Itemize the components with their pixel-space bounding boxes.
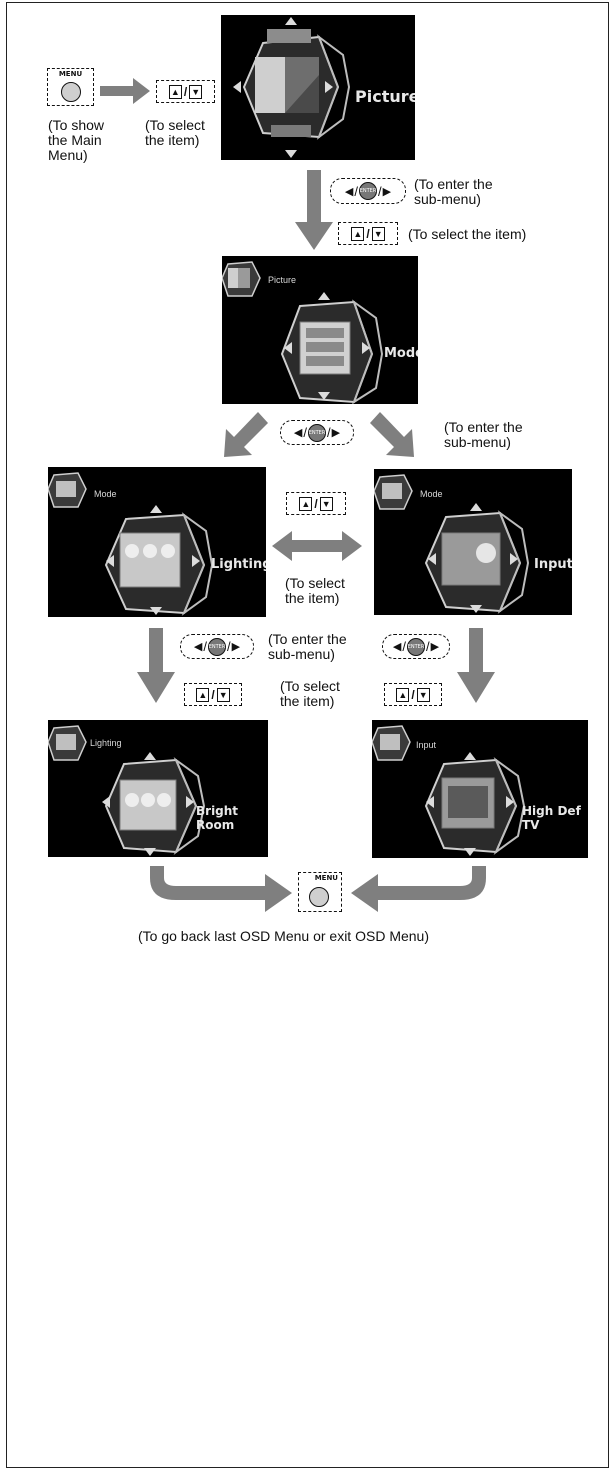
enter-button-icon: ENTER bbox=[359, 182, 377, 200]
down-arrow-icon: ▼ bbox=[189, 85, 202, 99]
up-arrow-icon: ▲ bbox=[196, 688, 209, 702]
enter-button-icon: ENTER bbox=[407, 638, 425, 656]
up-arrow-icon: ▲ bbox=[351, 227, 364, 241]
arrow-right-1 bbox=[100, 78, 150, 104]
menu-key-label: MENU bbox=[299, 874, 341, 882]
up-down-key-4[interactable]: ▲ / ▼ bbox=[184, 683, 242, 706]
menu-key-bottom[interactable]: MENU bbox=[298, 872, 342, 912]
menu-button-icon bbox=[309, 887, 329, 907]
right-arrow-icon: ▶ bbox=[232, 640, 240, 653]
caption-enter-submenu-3: (To enter the sub-menu) bbox=[268, 632, 347, 662]
slash-text: / bbox=[211, 688, 214, 702]
right-arrow-icon: ▶ bbox=[332, 426, 340, 439]
up-arrow-icon: ▲ bbox=[396, 688, 409, 702]
arrow-diag-right bbox=[370, 412, 414, 457]
arrow-down-1 bbox=[295, 170, 333, 250]
arrow-back-right bbox=[351, 866, 486, 912]
hex-menu-graphic bbox=[48, 467, 266, 617]
slash-text: / bbox=[411, 688, 414, 702]
hex-menu-graphic bbox=[48, 720, 268, 857]
up-arrow-icon: ▲ bbox=[299, 497, 312, 511]
hex-menu-graphic bbox=[372, 720, 588, 858]
down-arrow-icon: ▼ bbox=[320, 497, 333, 511]
up-down-key-2[interactable]: ▲ / ▼ bbox=[338, 222, 398, 245]
screen-input: Mode Input bbox=[374, 469, 572, 615]
right-arrow-icon: ▶ bbox=[431, 640, 439, 653]
down-arrow-icon: ▼ bbox=[372, 227, 385, 241]
menu-button-icon bbox=[61, 82, 81, 102]
enter-key-4[interactable]: ◀/ ENTER /▶ bbox=[382, 634, 450, 659]
caption-enter-submenu-2: (To enter the sub-menu) bbox=[444, 420, 523, 450]
caption-select-item-3: (To select the item) bbox=[285, 576, 345, 606]
screen-mode: Picture Mode bbox=[222, 256, 418, 404]
left-arrow-icon: ◀ bbox=[294, 426, 302, 439]
arrow-double bbox=[272, 531, 362, 561]
up-arrow-icon: ▲ bbox=[169, 85, 182, 99]
up-down-key-5[interactable]: ▲ / ▼ bbox=[384, 683, 442, 706]
menu-label-mode: Mode bbox=[384, 346, 418, 361]
enter-key-3[interactable]: ◀/ ENTER /▶ bbox=[180, 634, 254, 659]
caption-select-item-1: (To select the item) bbox=[145, 118, 205, 148]
up-down-key-3[interactable]: ▲ / ▼ bbox=[286, 492, 346, 515]
screen-bright-room: Lighting Bright Room bbox=[48, 720, 268, 857]
enter-key-2[interactable]: ◀/ ENTER /▶ bbox=[280, 420, 354, 445]
hex-menu-graphic bbox=[222, 256, 418, 404]
menu-key-label: MENU bbox=[48, 70, 93, 78]
screen-picture: Picture bbox=[221, 15, 415, 160]
slash-text: / bbox=[314, 497, 317, 511]
caption-enter-submenu-1: (To enter the sub-menu) bbox=[414, 177, 493, 207]
hex-menu-graphic bbox=[374, 469, 572, 615]
screen-high-def-tv: Input High Def TV bbox=[372, 720, 588, 858]
menu-label-lighting: Lighting bbox=[211, 557, 266, 572]
left-arrow-icon: ◀ bbox=[345, 185, 353, 198]
arrow-back-left bbox=[150, 866, 292, 912]
arrow-down-right bbox=[457, 628, 495, 703]
caption-go-back: (To go back last OSD Menu or exit OSD Me… bbox=[138, 929, 429, 944]
up-down-key-1[interactable]: ▲ / ▼ bbox=[156, 80, 215, 103]
caption-show-main-menu: (To show the Main Menu) bbox=[48, 118, 104, 163]
menu-label-bright-room: Bright Room bbox=[196, 804, 268, 832]
menu-label-picture: Picture bbox=[355, 87, 415, 106]
caption-select-item-4: (To select the item) bbox=[280, 679, 340, 709]
left-arrow-icon: ◀ bbox=[393, 640, 401, 653]
menu-key[interactable]: MENU bbox=[47, 68, 94, 106]
down-arrow-icon: ▼ bbox=[417, 688, 430, 702]
left-arrow-icon: ◀ bbox=[194, 640, 202, 653]
slash-text: / bbox=[366, 227, 369, 241]
right-arrow-icon: ▶ bbox=[383, 185, 391, 198]
enter-key-1[interactable]: ◀/ ENTER /▶ bbox=[330, 178, 406, 204]
enter-button-icon: ENTER bbox=[308, 424, 326, 442]
screen-lighting: Mode Lighting bbox=[48, 467, 266, 617]
down-arrow-icon: ▼ bbox=[217, 688, 230, 702]
caption-select-item-2: (To select the item) bbox=[408, 227, 526, 242]
enter-button-icon: ENTER bbox=[208, 638, 226, 656]
arrow-down-left bbox=[137, 628, 175, 703]
slash-text: / bbox=[184, 85, 187, 99]
arrow-diag-left bbox=[224, 412, 268, 457]
menu-label-high-def-tv: High Def TV bbox=[522, 804, 588, 832]
menu-label-input: Input bbox=[534, 557, 572, 572]
